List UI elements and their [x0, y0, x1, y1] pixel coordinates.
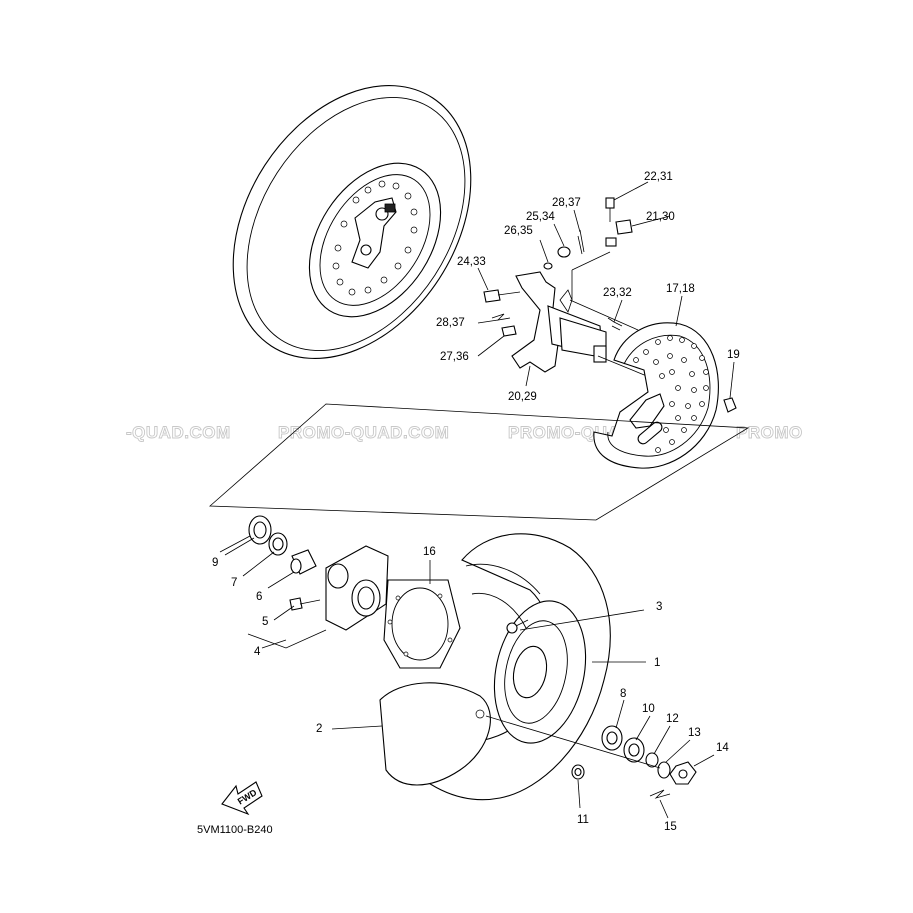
- callout-21-30: 21,30: [646, 211, 675, 223]
- callout-28-37-top: 28,37: [552, 197, 581, 209]
- callout-10: 10: [642, 703, 655, 715]
- axle-hardware: [485, 715, 697, 799]
- callout-22-31: 22,31: [644, 171, 673, 183]
- callout-19: 19: [727, 349, 740, 361]
- callout-9: 9: [212, 557, 218, 569]
- callout-7: 7: [231, 577, 237, 589]
- callout-8: 8: [620, 688, 626, 700]
- callout-labels: 9 7 6 5 4 16 3 1 2 8 10 12 13 14 11 15 2…: [212, 171, 740, 833]
- assembled-disc-holes: [332, 180, 418, 296]
- callout-leaders: [224, 181, 735, 819]
- callout-13: 13: [688, 727, 701, 739]
- callout-3: 3: [656, 601, 662, 613]
- watermark-text-2: PROMO-QUAD.COM: [278, 423, 449, 442]
- callout-5: 5: [262, 616, 268, 628]
- callout-28-37-left: 28,37: [436, 317, 465, 329]
- callout-17-18: 17,18: [666, 283, 695, 295]
- callout-20-29: 20,29: [508, 391, 537, 403]
- callout-26-35: 26,35: [504, 225, 533, 237]
- callout-24-33: 24,33: [457, 256, 486, 268]
- callout-4: 4: [254, 646, 261, 658]
- callout-14: 14: [716, 742, 729, 754]
- assembly-boundary-line: [208, 403, 750, 521]
- brake-disc: [593, 322, 737, 469]
- callout-16: 16: [423, 546, 436, 558]
- watermark-text-4: PROMO: [736, 423, 803, 442]
- callout-6: 6: [256, 591, 262, 603]
- drawing-code: 5VM1100-B240: [197, 824, 273, 836]
- rim-and-tire-exploded: [379, 533, 611, 801]
- callout-11: 11: [577, 814, 589, 826]
- steering-knuckle-assembly: [483, 197, 711, 403]
- brake-disc-holes: [633, 335, 709, 453]
- hub-parts: [219, 515, 461, 669]
- callout-12: 12: [666, 713, 679, 725]
- assembled-wheel-illustration: [232, 85, 472, 359]
- callout-15: 15: [664, 821, 677, 833]
- callout-25-34: 25,34: [526, 211, 555, 223]
- forward-direction-arrow: FWD: [221, 781, 263, 816]
- callout-27-36: 27,36: [440, 351, 469, 363]
- callout-23-32: 23,32: [603, 287, 632, 299]
- callout-1: 1: [654, 657, 660, 669]
- callout-2: 2: [316, 723, 322, 735]
- watermark-text-1: -QUAD.COM: [126, 423, 231, 442]
